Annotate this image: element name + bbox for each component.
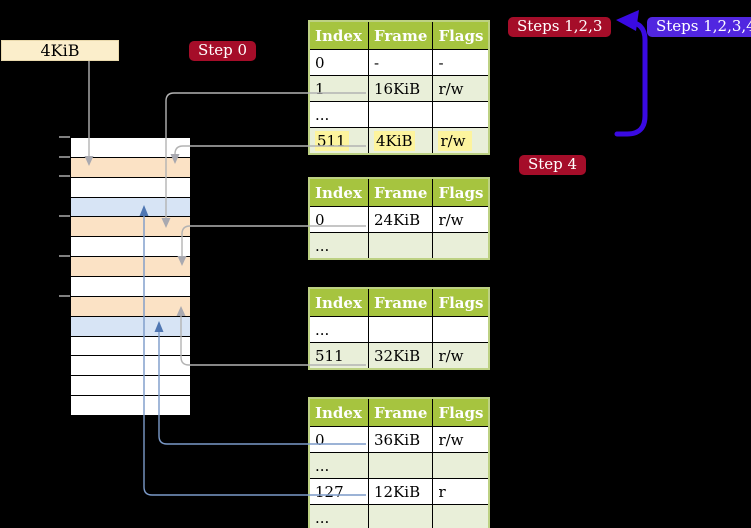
badge-step-0: Step 0 <box>189 41 257 61</box>
index-cell: 0 <box>308 206 369 233</box>
flags-header: Flags <box>432 287 490 317</box>
frame-cell <box>367 232 434 260</box>
table-row: ... <box>308 316 490 343</box>
memory-row <box>71 197 190 218</box>
memory-row <box>71 296 190 317</box>
table-header-row: Index Frame Flags <box>308 287 490 317</box>
frame-cell: 16KiB <box>367 75 434 102</box>
badge-steps-1-2-3: Steps 1,2,3 <box>508 17 612 37</box>
page-table-4: Index Frame Flags 0 36KiB r/w ... 127 12… <box>308 397 491 528</box>
flags-cell: r/w <box>432 342 490 370</box>
frame-cell <box>367 316 434 343</box>
table-row: 511 32KiB r/w <box>308 342 490 370</box>
index-cell: ... <box>308 316 369 343</box>
flags-cell: r/w <box>432 426 490 453</box>
table-row: 127 12KiB r <box>308 478 490 505</box>
flags-header: Flags <box>432 20 490 50</box>
flags-cell <box>432 504 490 528</box>
page-table-1: Index Frame Flags 0 - - 1 16KiB r/w ... … <box>308 20 491 155</box>
highlight: 511 <box>315 130 349 151</box>
frame-cell <box>367 101 434 128</box>
flags-cell <box>432 101 490 128</box>
flags-header: Flags <box>432 177 490 207</box>
index-cell: 0 <box>308 426 369 453</box>
table-row: 1 16KiB r/w <box>308 75 490 102</box>
flags-cell: r/w <box>432 127 490 155</box>
memory-row <box>71 177 190 198</box>
physical-memory-column <box>70 137 191 416</box>
tick-marks <box>59 136 70 297</box>
index-cell: ... <box>308 452 369 479</box>
highlight: r/w <box>438 130 473 151</box>
table-row: ... <box>308 232 490 260</box>
table-header-row: Index Frame Flags <box>308 20 490 50</box>
flags-cell: r/w <box>432 75 490 102</box>
index-header: Index <box>308 287 369 317</box>
memory-row <box>71 277 190 297</box>
index-header: Index <box>308 177 369 207</box>
memory-row <box>71 356 190 377</box>
badge-step-4: Step 4 <box>519 155 587 175</box>
flags-cell <box>432 452 490 479</box>
table-row: ... <box>308 452 490 479</box>
memory-row <box>71 396 190 416</box>
flags-cell <box>432 316 490 343</box>
memory-row <box>71 217 190 238</box>
memory-row <box>71 316 190 337</box>
frame-size-label: 4KiB <box>1 40 119 61</box>
highlight: 4KiB <box>374 130 415 151</box>
index-cell: 127 <box>308 478 369 505</box>
flags-cell: - <box>432 49 490 76</box>
memory-row <box>71 257 190 278</box>
frame-cell: - <box>367 49 434 76</box>
frame-cell <box>367 452 434 479</box>
frame-cell <box>367 504 434 528</box>
frame-cell: 36KiB <box>367 426 434 453</box>
index-cell: ... <box>308 504 369 528</box>
table-row: 0 - - <box>308 49 490 76</box>
index-cell: 511 <box>308 342 369 370</box>
memory-row <box>71 336 190 357</box>
table-row: 0 36KiB r/w <box>308 426 490 453</box>
memory-row <box>71 237 190 258</box>
frame-cell: 12KiB <box>367 478 434 505</box>
index-cell: 1 <box>308 75 369 102</box>
flags-cell: r <box>432 478 490 505</box>
memory-row <box>71 157 190 178</box>
flags-header: Flags <box>432 397 490 427</box>
table-row: ... <box>308 504 490 528</box>
recursive-loop-arrow <box>614 10 648 137</box>
badge-steps-1-2-3-4: Steps 1,2,3,4 <box>647 17 751 37</box>
table-header-row: Index Frame Flags <box>308 177 490 207</box>
index-cell: ... <box>308 232 369 260</box>
frame-header: Frame <box>367 397 434 427</box>
page-table-2: Index Frame Flags 0 24KiB r/w ... <box>308 177 491 260</box>
frame-cell: 32KiB <box>367 342 434 370</box>
table-row: 0 24KiB r/w <box>308 206 490 233</box>
table-row-highlighted: 511 4KiB r/w <box>308 127 490 155</box>
index-cell: 0 <box>308 49 369 76</box>
memory-row <box>71 376 190 397</box>
page-table-3: Index Frame Flags ... 511 32KiB r/w <box>308 287 491 370</box>
frame-header: Frame <box>367 177 434 207</box>
frame-cell: 4KiB <box>367 127 434 155</box>
index-header: Index <box>308 397 369 427</box>
index-header: Index <box>308 20 369 50</box>
index-cell: 511 <box>308 127 369 155</box>
memory-row <box>71 138 190 158</box>
frame-cell: 24KiB <box>367 206 434 233</box>
table-header-row: Index Frame Flags <box>308 397 490 427</box>
flags-cell <box>432 232 490 260</box>
index-cell: ... <box>308 101 369 128</box>
frame-header: Frame <box>367 287 434 317</box>
table-row: ... <box>308 101 490 128</box>
frame-header: Frame <box>367 20 434 50</box>
flags-cell: r/w <box>432 206 490 233</box>
